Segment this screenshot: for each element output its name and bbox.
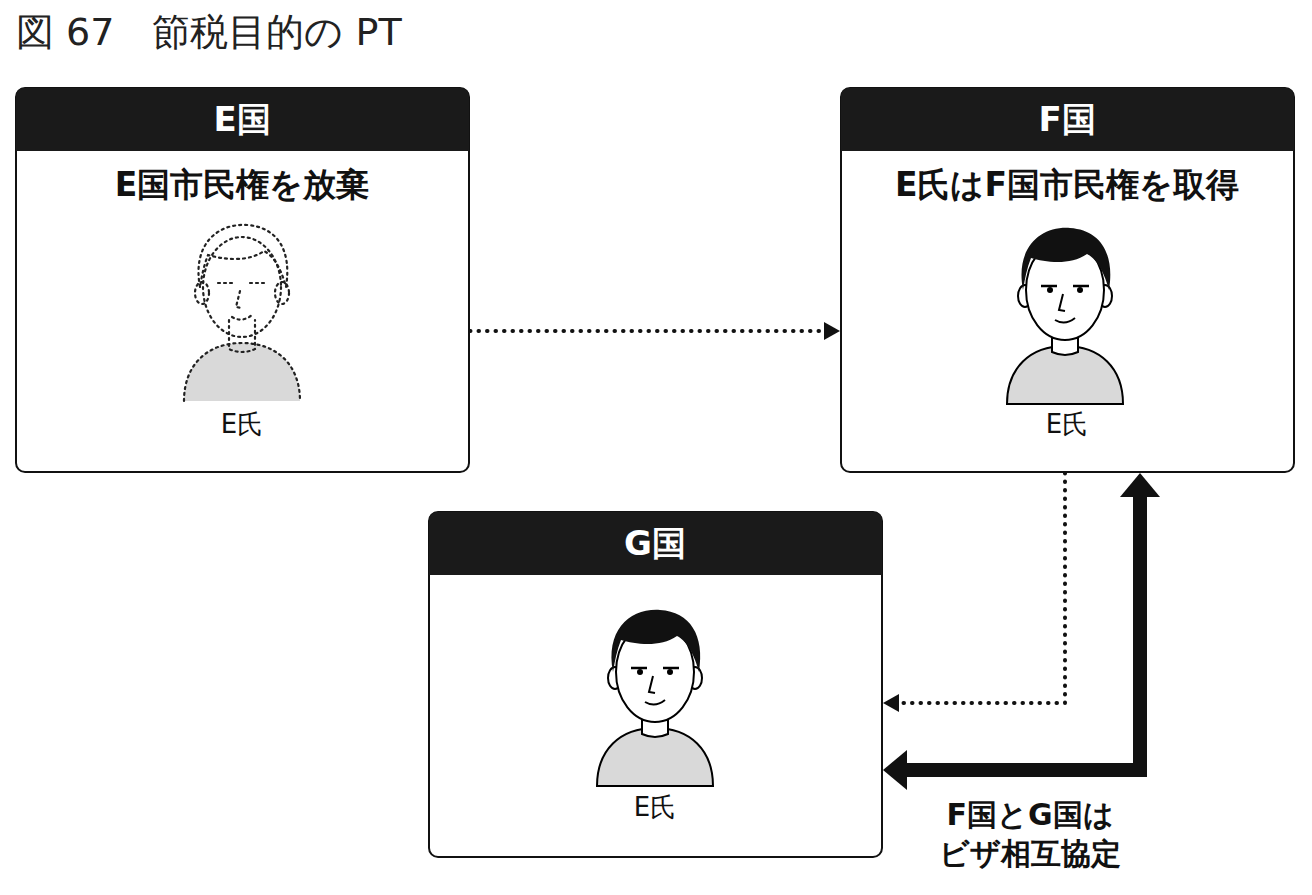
country-name: F国 (1038, 99, 1095, 140)
country-box: E国 E国市民権を放棄 E氏 (15, 87, 470, 473)
citizenship-note: E国市民権を放棄 (115, 165, 370, 205)
country-box: G国 E氏 (428, 511, 883, 858)
connector-line (903, 493, 1140, 770)
country-header-band: G国 (429, 512, 882, 575)
country-box: F国 E氏はF国市民権を取得 E氏 (840, 87, 1295, 473)
figure-title: 図 67 節税目的の PT (16, 10, 402, 56)
person-label: E氏 (634, 792, 676, 823)
person-f (1007, 228, 1123, 404)
person-label: E氏 (1046, 409, 1088, 440)
arrowhead (1120, 473, 1160, 497)
connector-line (470, 329, 826, 333)
visa-agreement-arrow (883, 473, 1160, 790)
country-header-band: E国 (16, 88, 469, 151)
person-dotted (184, 225, 300, 401)
move-arrow (883, 473, 1065, 712)
country-name: G国 (624, 523, 686, 564)
country-header-band: F国 (841, 88, 1294, 151)
arrowhead (824, 322, 840, 340)
connector-line (897, 473, 1065, 703)
country-name: E国 (213, 99, 270, 140)
arrowhead (883, 750, 907, 790)
arrowhead (883, 694, 899, 712)
move-arrow (470, 322, 840, 340)
edge-label: F国とG国は ビザ相互協定 (910, 795, 1150, 873)
citizenship-note: E氏はF国市民権を取得 (895, 165, 1239, 205)
person-label: E氏 (221, 409, 263, 440)
person-g (597, 610, 713, 786)
